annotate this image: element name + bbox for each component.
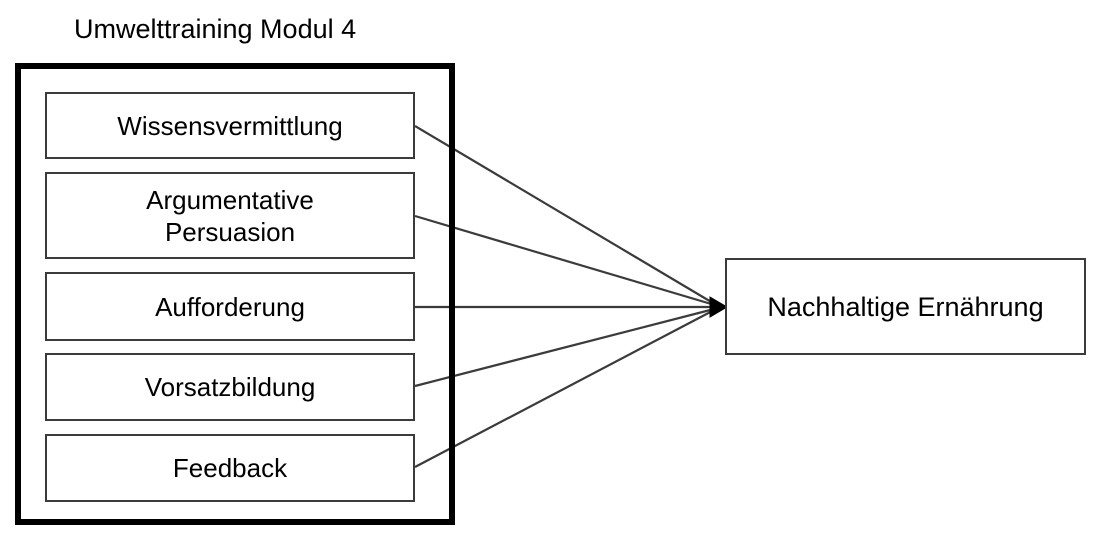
node-aufforderung[interactable]: Aufforderung bbox=[45, 272, 415, 341]
node-nachhaltige-ernaehrung[interactable]: Nachhaltige Ernährung bbox=[725, 258, 1086, 355]
node-label: Vorsatzbildung bbox=[144, 372, 316, 402]
page-title: Umwelttraining Modul 4 bbox=[74, 14, 357, 44]
node-argumentative-persuasion[interactable]: Argumentative Persuasion bbox=[45, 172, 415, 259]
node-feedback[interactable]: Feedback bbox=[45, 434, 415, 502]
node-label: Nachhaltige Ernährung bbox=[767, 291, 1044, 322]
node-vorsatzbildung[interactable]: Vorsatzbildung bbox=[45, 353, 415, 421]
edge-feedback-to-outcome bbox=[414, 307, 719, 468]
node-label: Argumentative Persuasion bbox=[146, 184, 314, 247]
node-label: Aufforderung bbox=[155, 291, 305, 322]
edge-vorsatzbildung-to-outcome bbox=[414, 306, 719, 388]
group-container-umwelttraining-modul-4 bbox=[15, 63, 455, 525]
node-label: Feedback bbox=[172, 453, 288, 483]
node-wissensvermittlung[interactable]: Wissensvermittlung bbox=[45, 92, 415, 159]
node-label: Wissensvermittlung bbox=[117, 110, 343, 141]
edge-wissensvermittlung-to-outcome bbox=[414, 125, 719, 307]
edge-argumentative-to-outcome bbox=[414, 214, 719, 308]
